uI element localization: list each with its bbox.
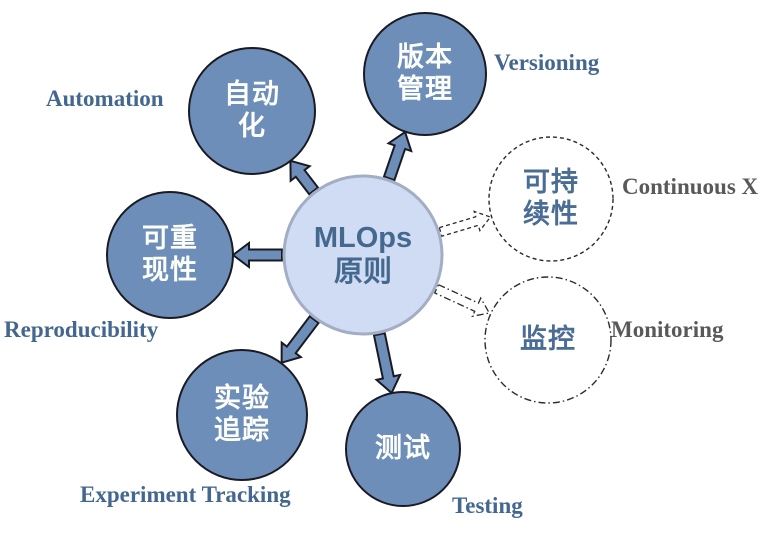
- versioning-en-label: Versioning: [494, 50, 600, 75]
- arrow-to-reproducibility: [231, 241, 283, 269]
- arrow-to-continuous-x: [438, 210, 492, 238]
- arrow-to-testing: [372, 332, 402, 395]
- arrow-to-experiment-tracking: [280, 314, 320, 364]
- reproducibility-en-label: Reproducibility: [4, 317, 159, 342]
- circle-testing: [345, 391, 461, 507]
- circle-monitoring: [484, 276, 612, 404]
- circle-automation: [188, 47, 316, 175]
- experiment-tracking-en-label: Experiment Tracking: [80, 482, 291, 507]
- circle-reproducibility: [106, 191, 234, 319]
- circle-versioning: [363, 12, 487, 136]
- automation-en-label: Automation: [46, 86, 164, 111]
- arrow-to-monitoring: [433, 283, 491, 318]
- arrow-to-versioning: [382, 130, 413, 182]
- continuous-x-en-label: Continuous X: [622, 174, 759, 199]
- circle-continuous-x: [488, 136, 614, 262]
- circle-mlops-hub: [282, 174, 444, 336]
- circle-experiment-tracking: [176, 349, 308, 481]
- arrow-to-automation: [289, 159, 320, 196]
- monitoring-en-label: Monitoring: [611, 317, 724, 342]
- testing-en-label: Testing: [452, 493, 523, 518]
